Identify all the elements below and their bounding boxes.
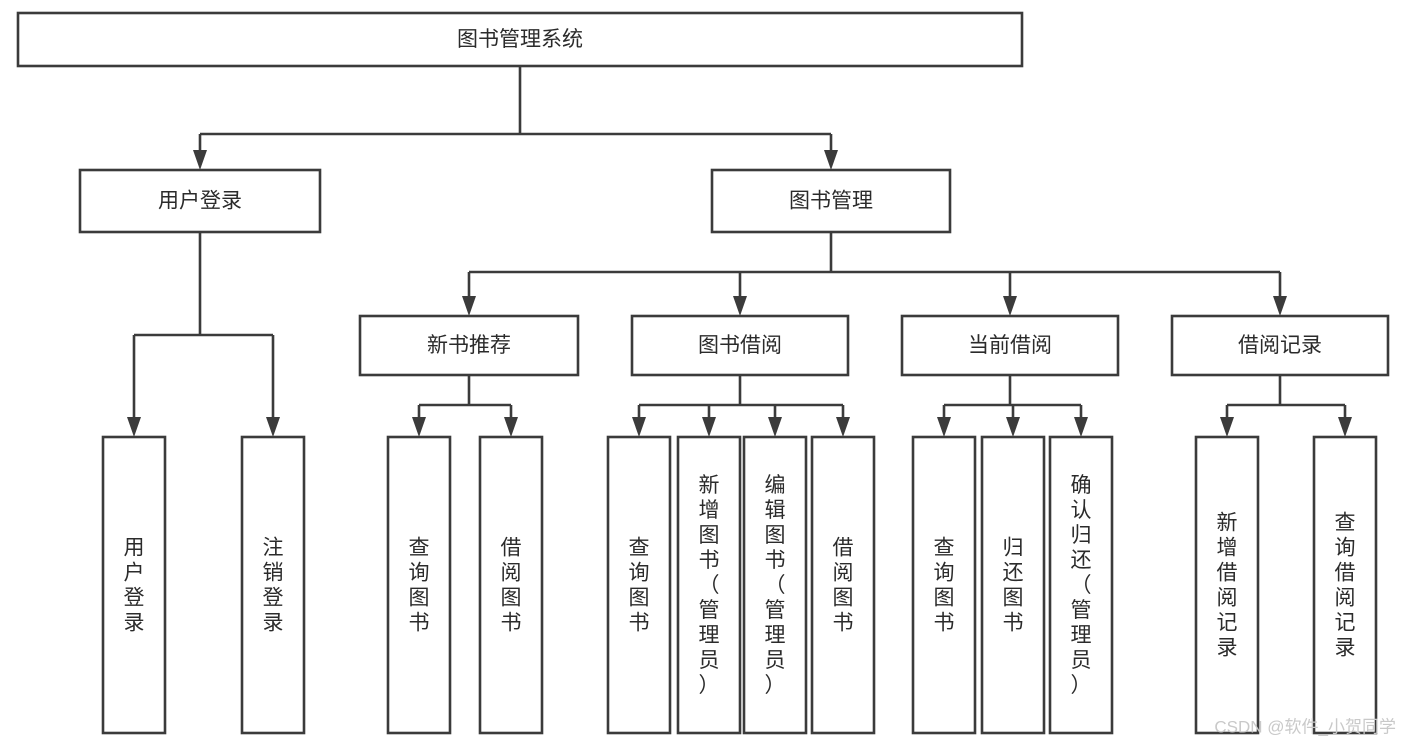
- node-leaf-query-book-3[interactable]: 查询图书: [911, 435, 977, 735]
- node-label-leaf-add-record: 新增借阅记录: [1217, 512, 1238, 660]
- node-box-user-login: [78, 168, 322, 234]
- node-label-leaf-confirm-return: 确认归还（管理员）: [1071, 474, 1092, 697]
- node-layer: 图书管理系统用户登录图书管理新书推荐图书借阅当前借阅借阅记录用户登录注销登录查询…: [16, 11, 1390, 735]
- node-box-leaf-query-book-1: [386, 435, 452, 735]
- node-label-leaf-add-book: 新增图书（管理员）: [699, 474, 720, 697]
- node-box-leaf-user-login: [101, 435, 167, 735]
- node-box-root: [16, 11, 1024, 68]
- node-leaf-return-book[interactable]: 归还图书: [980, 435, 1046, 735]
- node-user-login[interactable]: 用户登录: [78, 168, 322, 234]
- node-label-current-borrow: 当前借阅: [968, 334, 1052, 357]
- node-box-leaf-add-book: [676, 435, 742, 735]
- node-leaf-query-record[interactable]: 查询借阅记录: [1312, 435, 1378, 735]
- node-new-book-recommend[interactable]: 新书推荐: [358, 314, 580, 377]
- node-leaf-add-book[interactable]: 新增图书（管理员）: [676, 435, 742, 735]
- node-leaf-edit-book[interactable]: 编辑图书（管理员）: [742, 435, 808, 735]
- connector-record-to-leaves: [1220, 375, 1352, 437]
- node-box-leaf-query-record: [1312, 435, 1378, 735]
- node-leaf-confirm-return[interactable]: 确认归还（管理员）: [1048, 435, 1114, 735]
- node-box-book-borrow: [630, 314, 850, 377]
- node-box-leaf-return-book: [980, 435, 1046, 735]
- node-box-leaf-borrow-book-1: [478, 435, 544, 735]
- node-box-borrow-record: [1170, 314, 1390, 377]
- node-box-leaf-borrow-book-2: [810, 435, 876, 735]
- node-leaf-borrow-book-1[interactable]: 借阅图书: [478, 435, 544, 735]
- node-label-leaf-query-book-1: 查询图书: [409, 537, 430, 635]
- node-label-new-book-recommend: 新书推荐: [427, 334, 511, 357]
- connector-bookmanage-to-level3: [462, 232, 1287, 316]
- node-box-leaf-add-record: [1194, 435, 1260, 735]
- node-label-leaf-edit-book: 编辑图书（管理员）: [765, 474, 786, 697]
- node-label-book-borrow: 图书借阅: [698, 334, 782, 357]
- node-label-leaf-user-login: 用户登录: [124, 537, 145, 635]
- node-label-leaf-logout: 注销登录: [263, 537, 284, 635]
- node-borrow-record[interactable]: 借阅记录: [1170, 314, 1390, 377]
- node-label-root: 图书管理系统: [457, 28, 583, 51]
- node-box-leaf-query-book-2: [606, 435, 672, 735]
- node-leaf-user-login[interactable]: 用户登录: [101, 435, 167, 735]
- node-leaf-add-record[interactable]: 新增借阅记录: [1194, 435, 1260, 735]
- node-leaf-query-book-2[interactable]: 查询图书: [606, 435, 672, 735]
- node-box-leaf-query-book-3: [911, 435, 977, 735]
- node-current-borrow[interactable]: 当前借阅: [900, 314, 1120, 377]
- node-label-leaf-return-book: 归还图书: [1003, 537, 1024, 635]
- connector-borrow-to-leaves: [632, 375, 850, 437]
- node-box-leaf-edit-book: [742, 435, 808, 735]
- node-box-current-borrow: [900, 314, 1120, 377]
- connector-root-to-level2: [193, 66, 838, 170]
- node-label-book-manage: 图书管理: [789, 190, 873, 213]
- node-box-new-book-recommend: [358, 314, 580, 377]
- connector-current-to-leaves: [937, 375, 1088, 437]
- node-root[interactable]: 图书管理系统: [16, 11, 1024, 68]
- node-label-user-login: 用户登录: [158, 190, 242, 213]
- node-label-leaf-borrow-book-1: 借阅图书: [501, 537, 522, 635]
- node-label-leaf-query-record: 查询借阅记录: [1335, 512, 1356, 660]
- node-label-leaf-query-book-2: 查询图书: [629, 537, 650, 635]
- node-book-borrow[interactable]: 图书借阅: [630, 314, 850, 377]
- connector-layer: [127, 66, 1352, 437]
- node-label-leaf-query-book-3: 查询图书: [934, 537, 955, 635]
- node-box-book-manage: [710, 168, 952, 234]
- node-leaf-query-book-1[interactable]: 查询图书: [386, 435, 452, 735]
- node-book-manage[interactable]: 图书管理: [710, 168, 952, 234]
- connector-userlogin-to-leaves: [127, 232, 280, 437]
- node-label-borrow-record: 借阅记录: [1238, 334, 1322, 357]
- node-leaf-borrow-book-2[interactable]: 借阅图书: [810, 435, 876, 735]
- node-box-leaf-logout: [240, 435, 306, 735]
- node-box-leaf-confirm-return: [1048, 435, 1114, 735]
- node-leaf-logout[interactable]: 注销登录: [240, 435, 306, 735]
- node-label-leaf-borrow-book-2: 借阅图书: [833, 537, 854, 635]
- csdn-watermark: CSDN @软件_小贺同学: [1214, 717, 1396, 736]
- connector-recommend-to-leaves: [412, 375, 518, 437]
